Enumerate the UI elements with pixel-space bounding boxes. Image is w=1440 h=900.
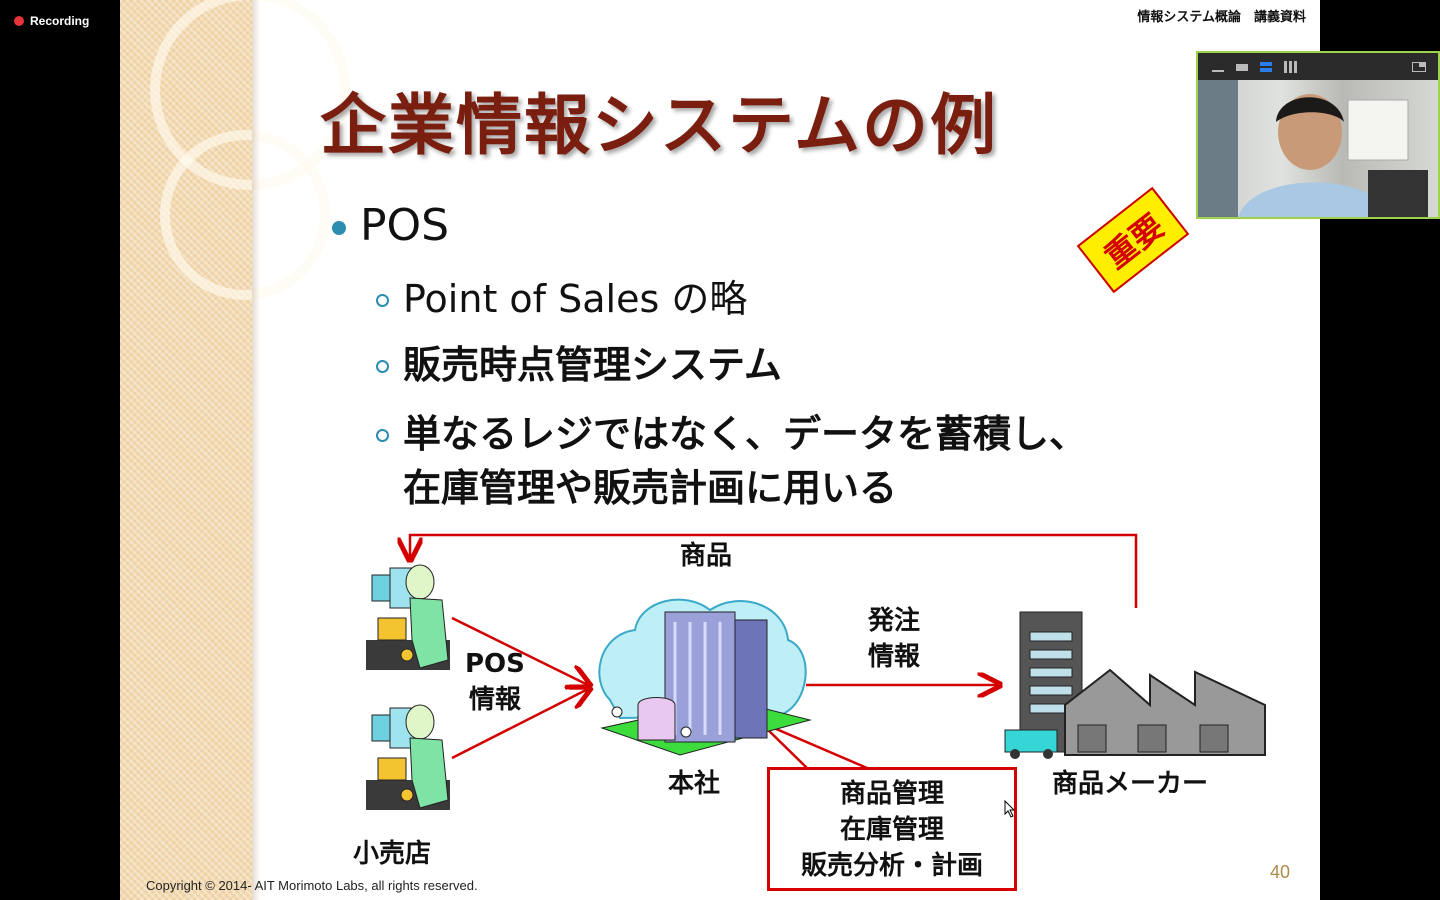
record-dot-icon	[14, 16, 24, 26]
speaker-view-icon[interactable]	[1260, 61, 1274, 72]
minimize-icon[interactable]	[1212, 62, 1226, 72]
gallery-view-icon[interactable]	[1284, 60, 1298, 73]
sub-bullet-2: 販売時点管理システム	[376, 338, 782, 392]
retail-clerk-top-icon	[366, 564, 450, 670]
slide-title: 企業情報システムの例	[320, 87, 999, 164]
management-callout-box: 商品管理 在庫管理 販売分析・計画	[767, 767, 1017, 891]
sub-bullet-text-line1: 単なるレジではなく、データを蓄積し、	[403, 412, 1088, 456]
pos-flow-diagram	[366, 533, 1266, 810]
management-list: 商品管理 在庫管理 販売分析・計画	[800, 779, 983, 881]
headquarters-building-icon	[598, 598, 812, 756]
pos-arrow-bottom	[451, 688, 590, 760]
bullet-dot-icon	[332, 220, 346, 235]
sub-bullet-1: Point of Sales の略	[376, 272, 747, 326]
sidebar-shadow	[252, 0, 260, 900]
slide-decorative-sidebar	[120, 0, 350, 900]
sub-bullet-circle-icon	[376, 429, 389, 442]
recording-indicator: Recording	[14, 12, 89, 30]
bullet-text: POS	[360, 200, 450, 251]
sub-bullet-3: 単なるレジではなく、データを蓄積し、 在庫管理や販売計画に用いる	[376, 407, 1087, 515]
order-info-label: 発注 情報	[868, 606, 921, 672]
mouse-cursor-icon	[1004, 800, 1016, 818]
presentation-slide: 情報システム概論 講義資料 企業情報システムの例 POS Point of Sa…	[120, 0, 1320, 900]
copyright-notice: Copyright © 2014- AIT Morimoto Labs, all…	[146, 878, 478, 893]
participant-video-panel[interactable]	[1196, 51, 1440, 219]
bullet-pos: POS	[332, 200, 449, 251]
pos-info-label: POS 情報	[465, 649, 525, 715]
pos-arrow-top	[451, 616, 590, 686]
goods-arrow	[410, 533, 1138, 608]
sub-bullet-text: 販売時点管理システム	[403, 343, 782, 387]
decorative-ring	[160, 130, 330, 300]
slide-header: 情報システム概論 講義資料	[1137, 10, 1306, 25]
sub-bullet-circle-icon	[376, 360, 389, 373]
retailer-label: 小売店	[353, 839, 432, 869]
factory-building-icon	[1004, 611, 1266, 759]
participant-portrait	[1198, 80, 1428, 217]
recording-label: Recording	[30, 14, 90, 28]
exit-fullscreen-icon[interactable]	[1412, 61, 1426, 72]
window-icon[interactable]	[1236, 62, 1250, 72]
sub-bullet-text: Point of Sales の略	[403, 277, 748, 321]
retail-clerk-bottom-icon	[366, 704, 450, 810]
participant-video-feed	[1198, 80, 1438, 217]
maker-label: 商品メーカー	[1052, 769, 1209, 799]
goods-label: 商品	[680, 541, 733, 571]
video-panel-toolbar	[1198, 53, 1438, 80]
headquarters-label: 本社	[668, 769, 721, 799]
sub-bullet-text-line2: 在庫管理や販売計画に用いる	[403, 466, 898, 510]
slide-page-number: 40	[1270, 862, 1291, 882]
sub-bullet-circle-icon	[376, 294, 389, 307]
